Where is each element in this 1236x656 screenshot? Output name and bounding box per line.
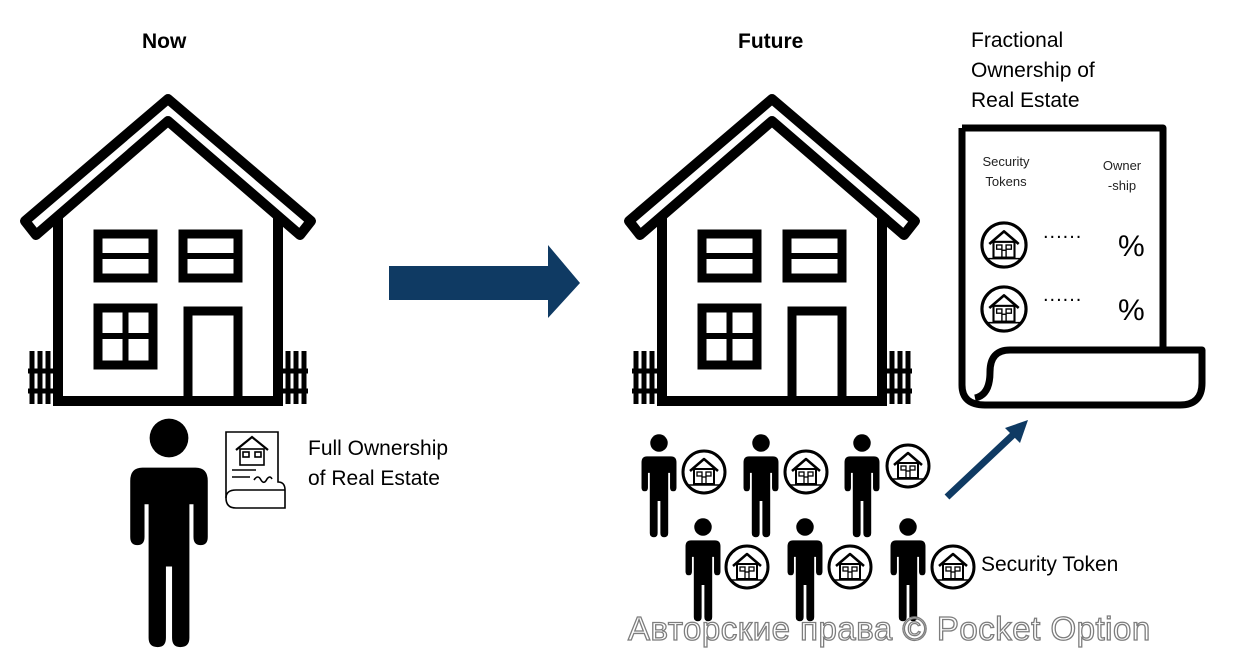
owner-person-icon [130,418,208,648]
full-ownership-line1: Full Ownership [308,437,449,460]
house-now-icon [25,99,311,404]
row2-percent: % [1118,294,1145,327]
document-token-icons [980,221,1028,333]
row2-dots: ...... [1043,284,1083,306]
full-ownership-caption: Full Ownership of Real Estate [308,434,448,494]
col1-line1: Security [982,154,1030,169]
full-ownership-line2: of Real Estate [308,467,440,490]
ownership-header: Owner -ship [1096,156,1148,196]
doc-title-line2: Ownership of [971,59,1095,82]
deed-document-icon [225,431,286,509]
watermark-text: Авторские права © Pocket Option [627,609,1151,647]
future-title: Future [738,30,804,53]
ownership-document-icon [958,124,1206,409]
security-token-caption: Security Token [981,553,1119,576]
security-tokens-header: Security Tokens [976,152,1036,192]
transition-arrow-icon [389,245,580,318]
row1-dots: ...... [1043,221,1083,243]
col2-line1: Owner [1102,158,1142,173]
security-token-icons [681,443,976,590]
fractional-ownership-title: Fractional Ownership of Real Estate [971,26,1095,116]
doc-title-line1: Fractional [971,29,1064,52]
col1-line2: Tokens [985,174,1027,189]
diagonal-arrow-icon [944,420,1028,500]
row1-percent: % [1118,230,1145,263]
house-future-icon [629,99,915,404]
col2-line2: -ship [1107,178,1137,193]
doc-title-line3: Real Estate [971,89,1080,112]
now-title: Now [142,30,187,53]
